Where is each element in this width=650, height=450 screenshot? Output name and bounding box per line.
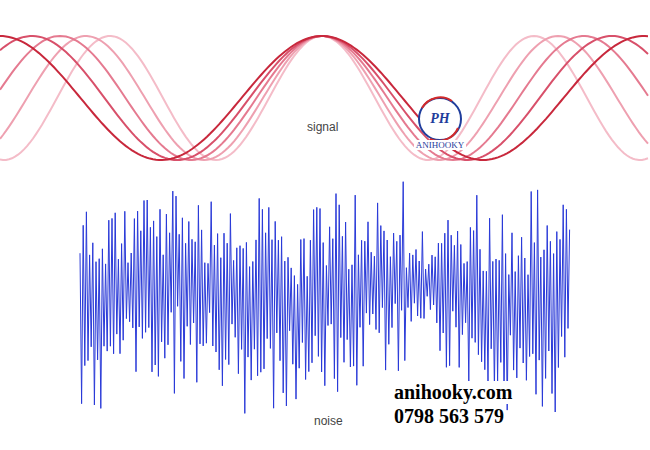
signal-label: signal [305,120,340,134]
noise-label: noise [312,414,345,428]
signal-wave [0,36,648,160]
signal-wave [0,36,648,160]
logo-arc [430,128,458,141]
logo-arc [422,97,452,108]
website-watermark: anihooky.com [392,381,514,404]
signal-wave [0,36,648,160]
signal-wave [0,36,648,160]
noise-waveform [80,182,570,414]
logo-letters: PH [430,111,449,127]
logo-text: ANIHOOKY [414,140,467,150]
phone-watermark: 0798 563 579 [392,405,506,428]
logo-mark [419,97,461,140]
logo-circle [419,98,461,140]
signal-waves [0,36,648,160]
signal-wave [0,36,648,160]
